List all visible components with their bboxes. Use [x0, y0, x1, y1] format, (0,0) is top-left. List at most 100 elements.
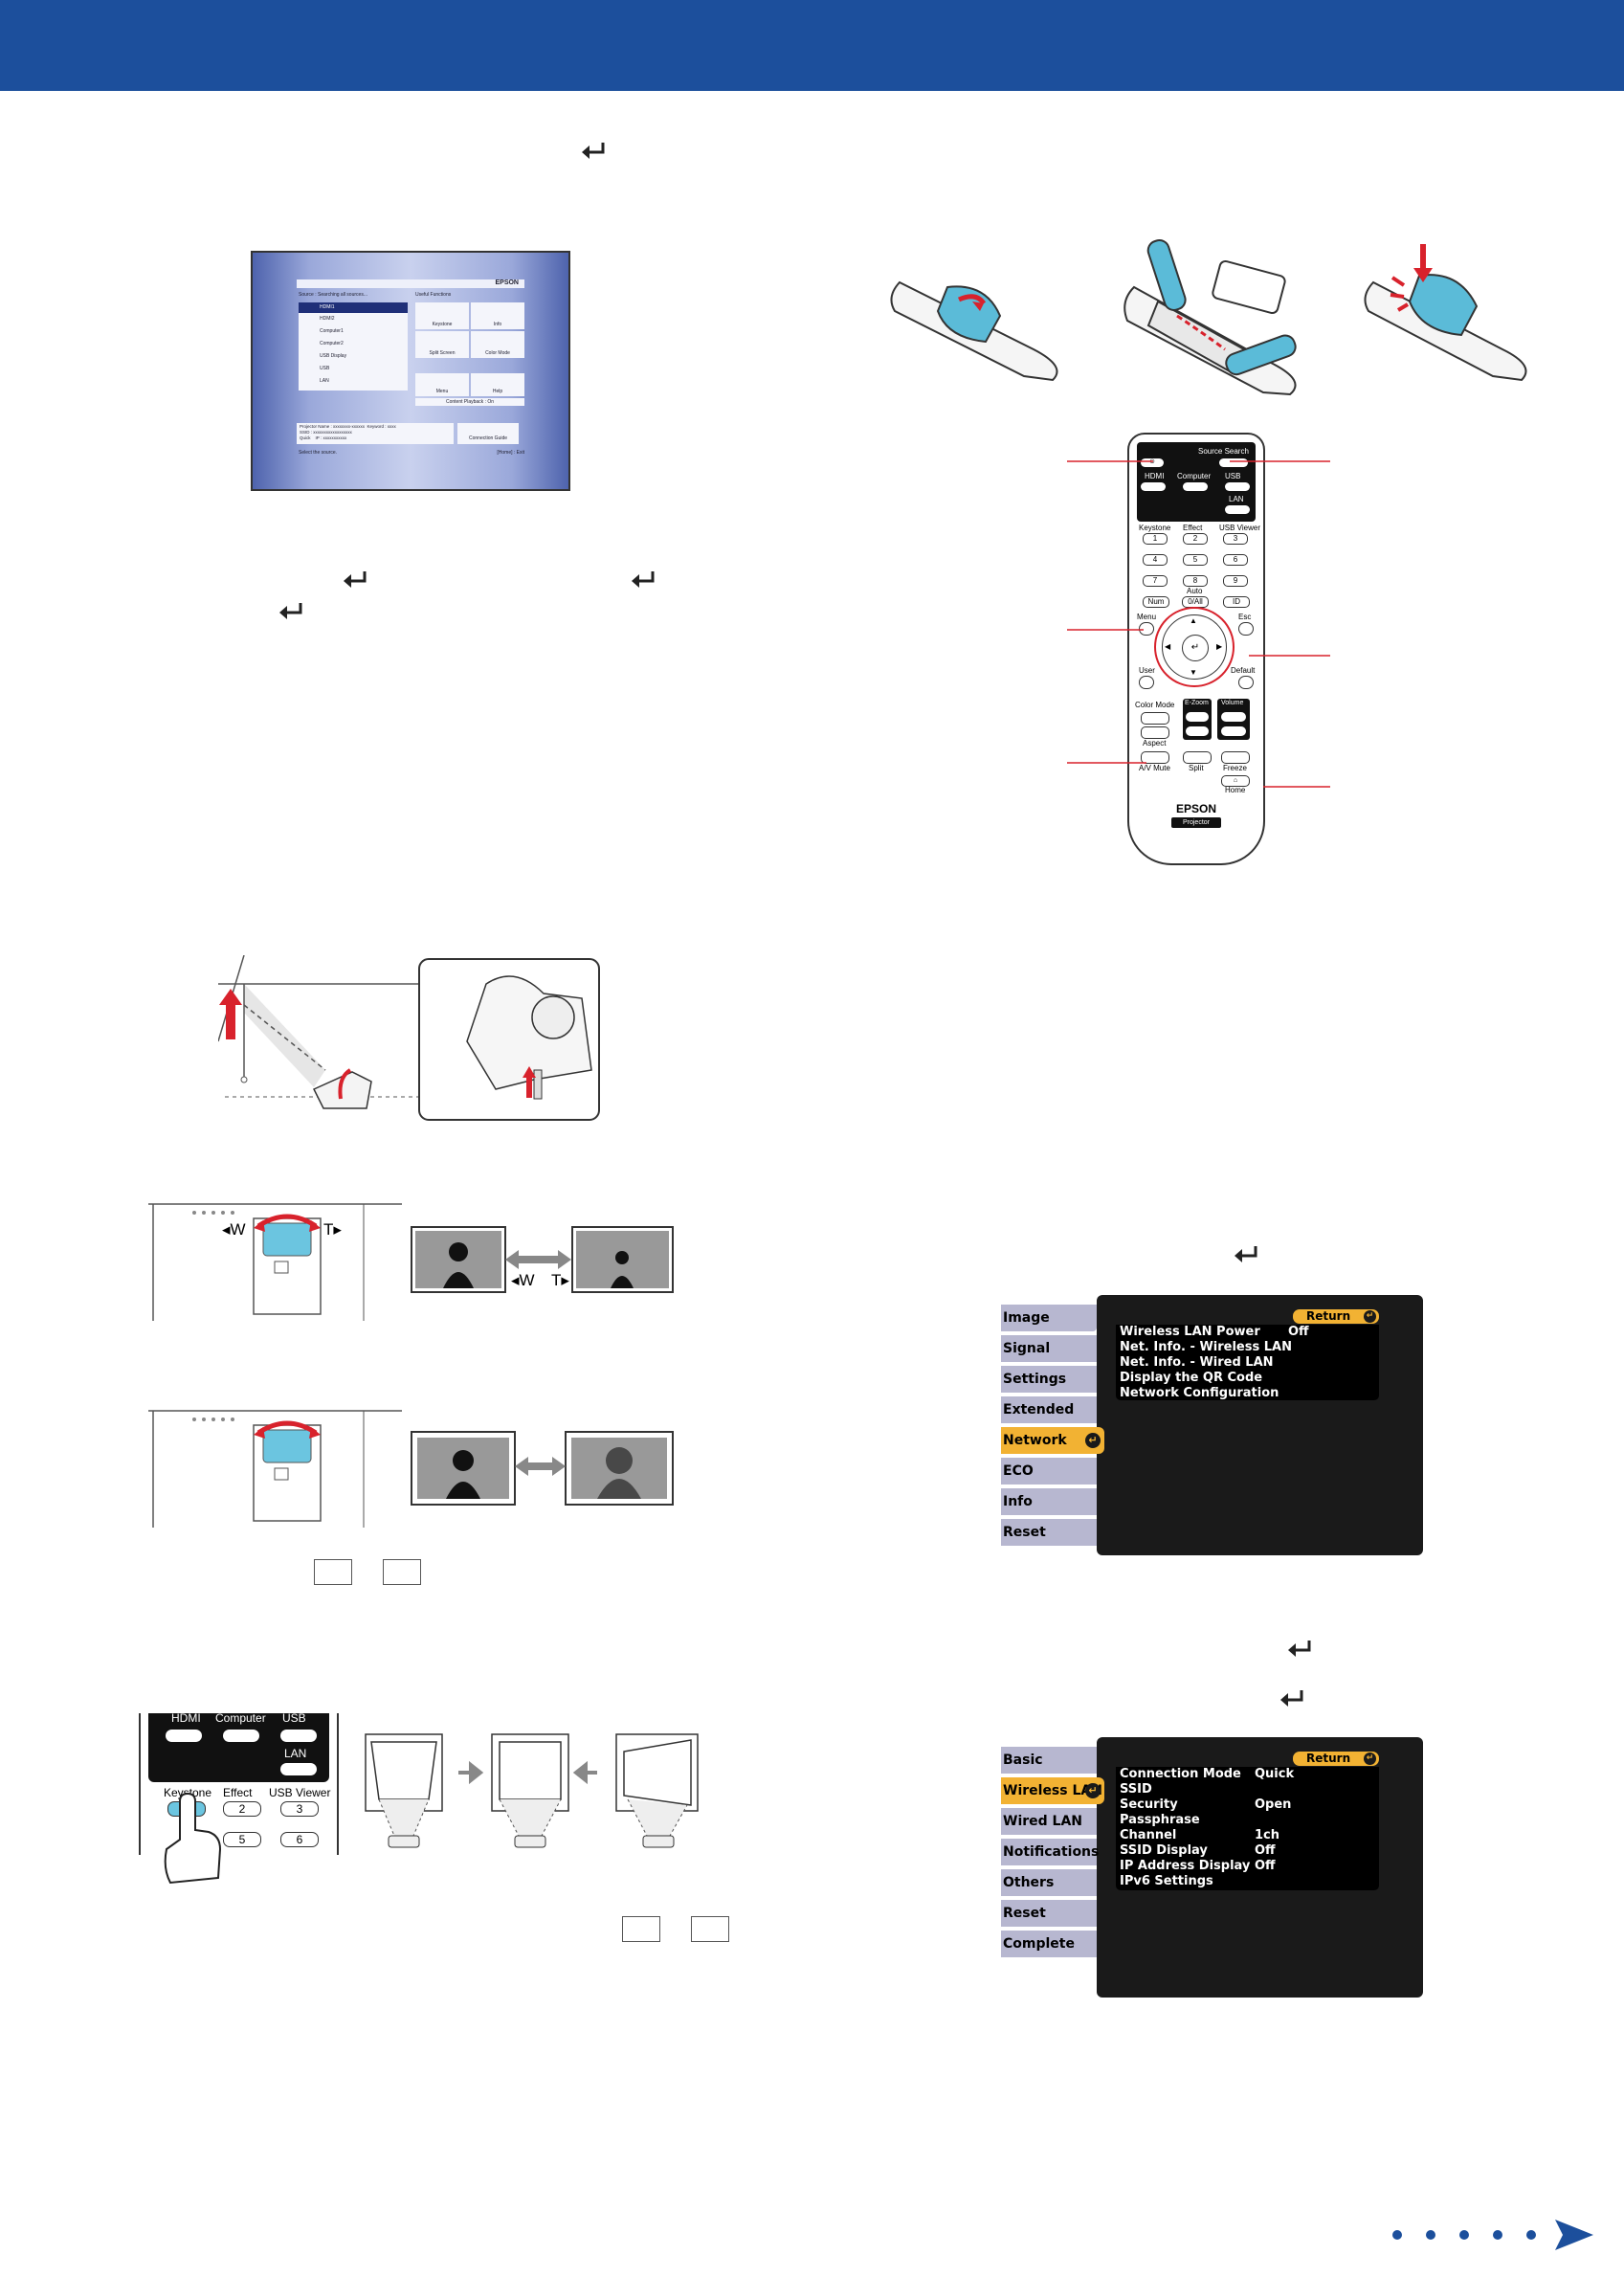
- home-content-playback: Content Playback : On: [415, 398, 524, 406]
- remote-hdmi-button[interactable]: [1141, 482, 1166, 491]
- home-source-item[interactable]: Computer2: [320, 341, 344, 346]
- menu-item-notifications[interactable]: Notifications: [1001, 1839, 1099, 1865]
- remote-user-button[interactable]: [1139, 676, 1154, 689]
- menu-row[interactable]: Net. Info. - Wireless LAN: [1120, 1340, 1292, 1354]
- menu-item-eco[interactable]: ECO: [1001, 1458, 1097, 1485]
- menu-row[interactable]: IPv6 Settings: [1120, 1874, 1213, 1888]
- remote-aspect-button[interactable]: [1141, 726, 1169, 739]
- menu-item-reset[interactable]: Reset: [1001, 1519, 1097, 1546]
- snippet-computer-button[interactable]: [223, 1730, 259, 1742]
- remote-lan-button[interactable]: [1225, 505, 1250, 514]
- menu-row[interactable]: Passphrase: [1120, 1813, 1200, 1827]
- remote-home-button[interactable]: ⌂: [1221, 775, 1250, 787]
- remote-split-button[interactable]: [1183, 751, 1212, 764]
- remote-av-mute-button[interactable]: [1141, 751, 1169, 764]
- wireless-menu-screen: Basic Wireless LAN↵ Wired LAN Notificati…: [1001, 1737, 1423, 1998]
- remote-key-3[interactable]: 3: [1223, 533, 1248, 545]
- home-source-item[interactable]: USB Display: [320, 353, 347, 359]
- home-function-tile[interactable]: Color Mode: [471, 331, 524, 358]
- menu-row[interactable]: SSID: [1120, 1782, 1152, 1797]
- remote-default-button[interactable]: [1238, 676, 1254, 689]
- remote-computer-button[interactable]: [1183, 482, 1208, 491]
- home-brand: EPSON: [495, 279, 519, 286]
- menu-row[interactable]: Network Configuration: [1120, 1386, 1279, 1400]
- remote-num-key[interactable]: Num: [1143, 596, 1169, 608]
- snippet-key-5[interactable]: 5: [223, 1832, 261, 1847]
- remote-usb-label: USB: [1225, 472, 1241, 480]
- menu-row[interactable]: Display the QR Code: [1120, 1371, 1263, 1385]
- home-connection-guide[interactable]: Connection Guide: [457, 423, 519, 444]
- enter-icon: [1288, 1641, 1311, 1657]
- menu-item-signal[interactable]: Signal: [1001, 1335, 1097, 1362]
- remote-usb-button[interactable]: [1225, 482, 1250, 491]
- home-source-item[interactable]: Computer1: [320, 328, 344, 334]
- return-button[interactable]: Return↵: [1293, 1309, 1379, 1324]
- remote-key-7[interactable]: 7: [1143, 575, 1168, 587]
- return-button[interactable]: Return↵: [1293, 1752, 1379, 1766]
- menu-item-extended[interactable]: Extended: [1001, 1396, 1097, 1423]
- snippet-key-2[interactable]: 2: [223, 1801, 261, 1817]
- home-screen: EPSON Source : Searching all sources... …: [251, 251, 570, 491]
- remote-volume-up-button[interactable]: [1221, 712, 1246, 722]
- menu-item-others[interactable]: Others: [1001, 1869, 1097, 1896]
- home-function-tile[interactable]: Split Screen: [415, 331, 469, 358]
- remote-key-2[interactable]: 2: [1183, 533, 1208, 545]
- menu-item-image[interactable]: Image: [1001, 1305, 1097, 1331]
- keystone-frame-icon: [622, 1916, 660, 1942]
- menu-item-network[interactable]: Network↵: [1001, 1427, 1104, 1454]
- remote-menu-button[interactable]: [1139, 622, 1154, 636]
- remote-esc-button[interactable]: [1238, 622, 1254, 636]
- menu-item-info[interactable]: Info: [1001, 1488, 1097, 1515]
- arrow-up-icon[interactable]: ▲: [1190, 616, 1197, 625]
- remote-color-mode-button[interactable]: [1141, 712, 1169, 725]
- home-source-item[interactable]: USB: [320, 366, 330, 371]
- home-source-item[interactable]: HDMI1: [299, 302, 408, 313]
- remote-key-6[interactable]: 6: [1223, 554, 1248, 566]
- snippet-key-6[interactable]: 6: [280, 1832, 319, 1847]
- menu-row[interactable]: Net. Info. - Wired LAN: [1120, 1355, 1274, 1370]
- keystone-frame-icon: [383, 1559, 421, 1585]
- home-function-tile[interactable]: Info: [471, 302, 524, 329]
- remote-key-9[interactable]: 9: [1223, 575, 1248, 587]
- remote-key-1[interactable]: 1: [1143, 533, 1168, 545]
- remote-freeze-button[interactable]: [1221, 751, 1250, 764]
- menu-item-wired-lan[interactable]: Wired LAN: [1001, 1808, 1097, 1835]
- home-source-item[interactable]: LAN: [320, 378, 329, 384]
- arrow-right-icon[interactable]: ▶: [1216, 642, 1223, 651]
- home-source-item[interactable]: HDMI2: [320, 316, 335, 322]
- remote-enter-button[interactable]: ↵: [1182, 635, 1209, 661]
- remote-source-search-button[interactable]: [1219, 458, 1248, 467]
- menu-item-wireless-lan[interactable]: Wireless LAN↵: [1001, 1777, 1104, 1804]
- arrow-down-icon[interactable]: ▼: [1190, 668, 1197, 677]
- home-function-tile[interactable]: Keystone: [415, 302, 469, 329]
- menu-item-complete[interactable]: Complete: [1001, 1931, 1097, 1957]
- remote-usb-viewer-label: USB Viewer: [1219, 524, 1260, 532]
- remote-dpad[interactable]: [1162, 614, 1227, 680]
- home-function-tile[interactable]: Menu: [415, 373, 469, 396]
- arrow-left-icon[interactable]: ◀: [1165, 642, 1171, 651]
- remote-ezoom-minus-button[interactable]: [1186, 726, 1209, 736]
- snippet-usb-button[interactable]: [280, 1730, 317, 1742]
- menu-item-settings[interactable]: Settings: [1001, 1366, 1097, 1393]
- home-function-tile[interactable]: Help: [471, 373, 524, 396]
- next-page-indicator[interactable]: [1388, 2216, 1617, 2254]
- menu-item-basic[interactable]: Basic: [1001, 1747, 1097, 1774]
- snippet-hdmi-button[interactable]: [166, 1730, 202, 1742]
- menu-item-reset[interactable]: Reset: [1001, 1900, 1097, 1927]
- snippet-key-3[interactable]: 3: [280, 1801, 319, 1817]
- remote-volume-down-button[interactable]: [1221, 726, 1246, 736]
- remote-key-8[interactable]: 8: [1183, 575, 1208, 587]
- remote-id-key[interactable]: ID: [1223, 596, 1250, 608]
- remote-key-4[interactable]: 4: [1143, 554, 1168, 566]
- remote-av-mute-label: A/V Mute: [1139, 764, 1170, 772]
- remote-key-5[interactable]: 5: [1183, 554, 1208, 566]
- remote-ezoom-plus-button[interactable]: [1186, 712, 1209, 722]
- snippet-lan-button[interactable]: [280, 1763, 317, 1775]
- remote-power-button[interactable]: ⏻: [1141, 458, 1164, 467]
